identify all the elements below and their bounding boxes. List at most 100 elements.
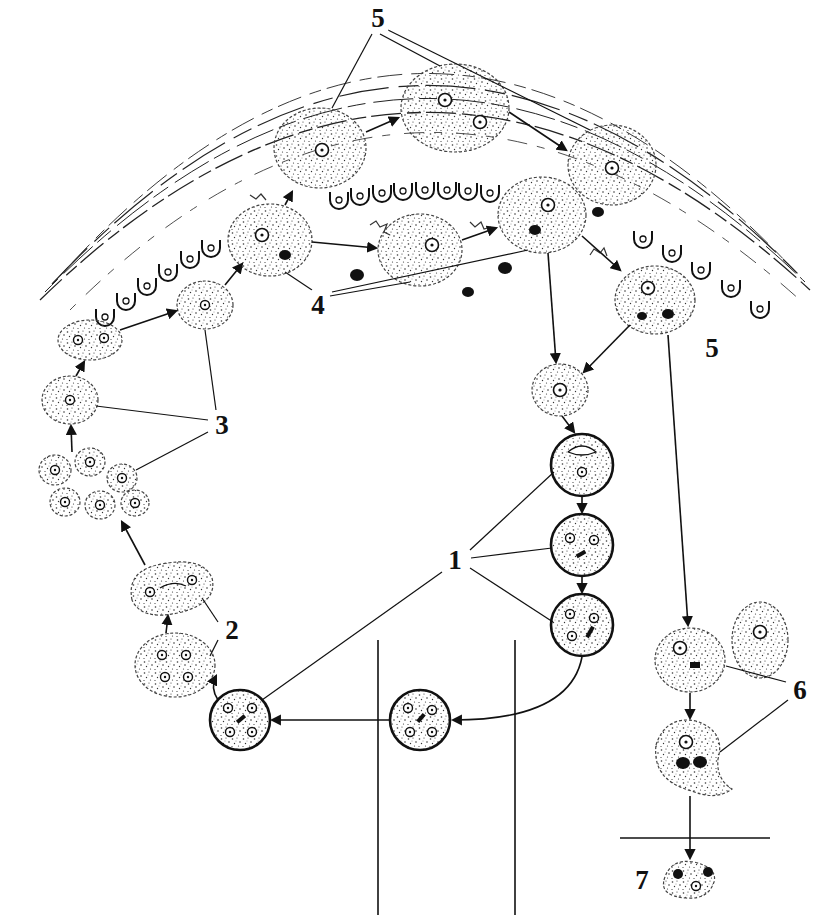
epithelium-part	[138, 278, 156, 295]
cyst-contents-part	[590, 536, 599, 545]
epithelium-part	[459, 183, 477, 200]
cycle-arrows-part	[166, 616, 168, 633]
metacystic-nuclei-part	[61, 498, 70, 507]
metacystic-nuclei-part	[100, 334, 109, 343]
metacystic-nuclei-part	[201, 301, 210, 310]
precystic-contents	[673, 626, 767, 891]
cysts-part	[551, 434, 613, 496]
metacystic-amoebae-part	[135, 633, 215, 697]
metacystic-nuclei-part	[51, 466, 60, 475]
cycle-arrows	[71, 112, 690, 858]
cyst-contents-part	[236, 714, 246, 723]
epithelium-part	[751, 301, 769, 318]
trophozoite-nuclei-part	[474, 116, 487, 129]
metacystic-amoebae-part	[75, 448, 105, 476]
epithelium-part	[634, 231, 652, 248]
cyst-contents-part	[248, 728, 257, 737]
precystic-branch-part	[655, 628, 725, 692]
metacystic-nuclei-part	[160, 583, 186, 588]
precystic-branch-part	[732, 602, 788, 678]
cycle-arrows-part	[462, 228, 496, 240]
cysts-part	[390, 690, 450, 750]
metacystic-nuclei-part	[96, 501, 105, 510]
precystic-contents-part	[693, 756, 707, 768]
metacystic-nuclei	[51, 301, 210, 682]
ingested-red-cells	[279, 225, 674, 320]
barrier-lines-part	[514, 640, 516, 915]
cycle-arrows-part	[548, 253, 556, 362]
epithelium-part	[692, 262, 710, 279]
leader-lines-part	[96, 406, 208, 420]
leader-lines-part	[726, 666, 786, 682]
cyst-contents-part	[576, 550, 587, 558]
callout-number: 2	[222, 616, 242, 645]
cyst-contents-part	[248, 704, 257, 713]
trophozoite-nuclei	[256, 94, 655, 397]
callout-number: 5	[702, 334, 722, 363]
cycle-arrows-part	[71, 426, 72, 452]
cyst-contents-part	[428, 706, 437, 715]
metacystic-nuclei-part	[146, 588, 155, 597]
metacystic-amoebae-part	[131, 562, 213, 615]
barrier-lines-part	[620, 837, 770, 839]
barrier-lines	[378, 640, 770, 915]
epithelium-part	[373, 185, 391, 202]
cycle-arrows-part	[581, 577, 583, 592]
trophozoite-nuclei-part	[426, 239, 439, 252]
cycle-arrows-part	[562, 416, 574, 432]
cycle-arrows-part	[120, 311, 176, 330]
leader-lines-part	[720, 700, 788, 752]
cycle-arrows-part	[582, 236, 620, 270]
cycle-arrows-part	[453, 657, 582, 720]
leader-lines-part	[205, 330, 216, 410]
trophozoite-nuclei-part	[256, 229, 269, 242]
precystic-contents-part	[673, 869, 683, 879]
cyst-contents-part	[404, 704, 413, 713]
ingested-red-cells-part	[662, 309, 674, 319]
metacystic-nuclei-part	[86, 458, 95, 467]
metacystic-nuclei-part	[66, 396, 75, 405]
trophozoite-nuclei-part	[439, 94, 452, 107]
leader-lines-part	[470, 568, 553, 622]
epithelium-part	[117, 293, 135, 310]
epithelium-part	[330, 192, 348, 209]
cyst-contents-part	[406, 728, 415, 737]
cysts	[210, 434, 613, 750]
cycle-arrows-part	[76, 362, 84, 376]
trophozoite-nuclei-part	[606, 162, 619, 175]
cycle-arrows-part	[668, 335, 688, 625]
trophozoites-part	[568, 125, 656, 205]
metacystic-nuclei-part	[131, 499, 140, 508]
epithelium-part	[416, 182, 434, 199]
leader-lines-part	[136, 432, 208, 470]
tissue-debris-part	[250, 194, 266, 200]
cycle-arrows-part	[272, 719, 390, 721]
metacystic-amoebae-part	[58, 320, 122, 360]
metacystic-amoebae-part	[177, 281, 233, 329]
metacystic-amoebae-part	[121, 490, 149, 516]
cyst-contents-part	[416, 713, 425, 723]
red-blood-cells-part	[350, 269, 364, 281]
cysts-part	[210, 690, 270, 750]
cycle-arrows-part	[581, 497, 583, 512]
precystic-branch-part	[663, 861, 714, 898]
epithelium-part	[722, 280, 740, 297]
leader-lines-part	[332, 34, 372, 108]
precystic-contents-part	[674, 642, 687, 655]
cyst-contents-part	[428, 728, 437, 737]
trophozoites-part	[532, 364, 588, 416]
callout-number: 5	[368, 4, 388, 33]
epithelium-part	[159, 264, 177, 281]
red-blood-cells-part	[592, 207, 604, 217]
precystic-contents-part	[690, 662, 700, 668]
tissue-debris-part	[590, 248, 607, 256]
metacystic-nuclei-part	[184, 673, 193, 682]
cysts-part	[551, 594, 613, 656]
cysts-part	[551, 514, 613, 576]
trophozoites-part	[274, 108, 366, 188]
metacystic-amoebae	[39, 281, 233, 697]
cycle-arrows-part	[689, 693, 691, 718]
metacystic-nuclei-part	[118, 474, 127, 483]
